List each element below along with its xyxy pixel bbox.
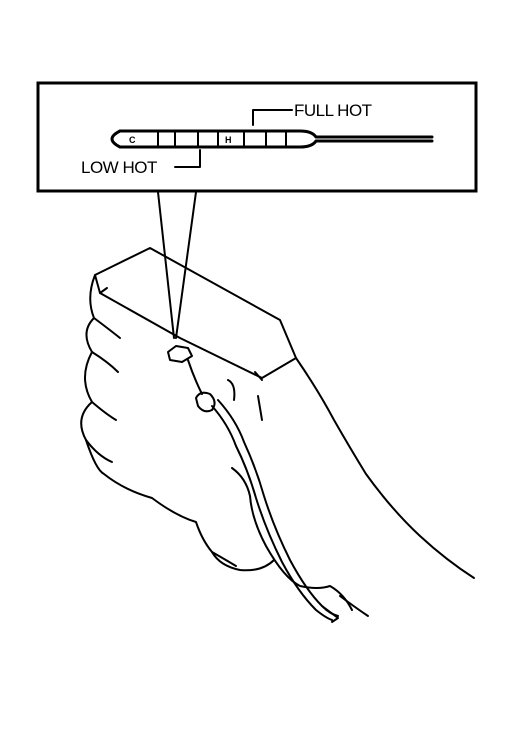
- low-hot-leader: [174, 149, 201, 168]
- cold-mark: C: [129, 135, 136, 145]
- callout-inset: C H FULL HOT LOW HOT: [36, 81, 478, 193]
- hot-mark: H: [225, 135, 232, 145]
- low-hot-label: LOW HOT: [81, 158, 157, 177]
- hand-illustration: [80, 247, 475, 617]
- dipstick-handle-ring: [195, 391, 216, 413]
- dipstick: [167, 345, 339, 623]
- callout-pointer: [157, 191, 197, 339]
- dipstick-blade-tip: [167, 345, 193, 363]
- full-hot-label: FULL HOT: [294, 101, 372, 120]
- full-hot-leader: [252, 109, 293, 126]
- magnified-dipstick-blade: C H: [110, 129, 434, 149]
